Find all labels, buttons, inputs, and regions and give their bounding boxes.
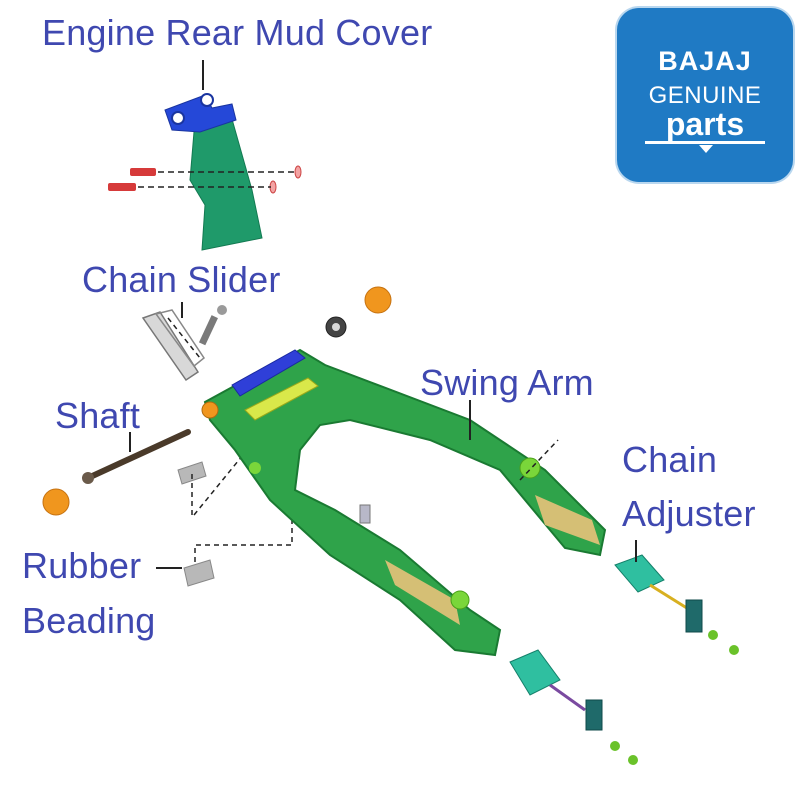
shaft-part bbox=[82, 429, 191, 484]
chain-slider-part bbox=[141, 305, 227, 382]
label-rubber-beading-line1: Rubber bbox=[22, 545, 142, 586]
logo-brand-text: BAJAJ bbox=[658, 46, 752, 76]
label-chain-adjuster-line2: Adjuster bbox=[622, 493, 756, 534]
logo-genuine-text: GENUINE bbox=[648, 82, 762, 109]
logo-parts-text: parts bbox=[665, 106, 745, 142]
engine-rear-mud-cover-part bbox=[164, 93, 263, 251]
label-chain-adjuster-line1: Chain bbox=[622, 439, 718, 480]
label-chain-slider: Chain Slider bbox=[82, 259, 281, 300]
chain-adjuster-part-bottom bbox=[509, 649, 638, 765]
bushing-left bbox=[42, 488, 70, 516]
label-engine-rear-mud-cover: Engine Rear Mud Cover bbox=[42, 12, 433, 53]
bushing-top bbox=[364, 286, 392, 314]
rubber-beading-part bbox=[177, 461, 215, 587]
logo-underline bbox=[645, 141, 765, 144]
mud-cover-bolts bbox=[108, 165, 302, 194]
label-shaft: Shaft bbox=[55, 395, 141, 436]
logo-pointer-icon bbox=[699, 145, 713, 153]
chain-adjuster-part-right bbox=[614, 554, 739, 655]
label-swing-arm: Swing Arm bbox=[420, 362, 594, 403]
bajaj-genuine-parts-logo: BAJAJ GENUINE parts bbox=[617, 8, 793, 182]
swing-arm-part bbox=[201, 348, 607, 657]
label-rubber-beading-line2: Beading bbox=[22, 600, 156, 641]
